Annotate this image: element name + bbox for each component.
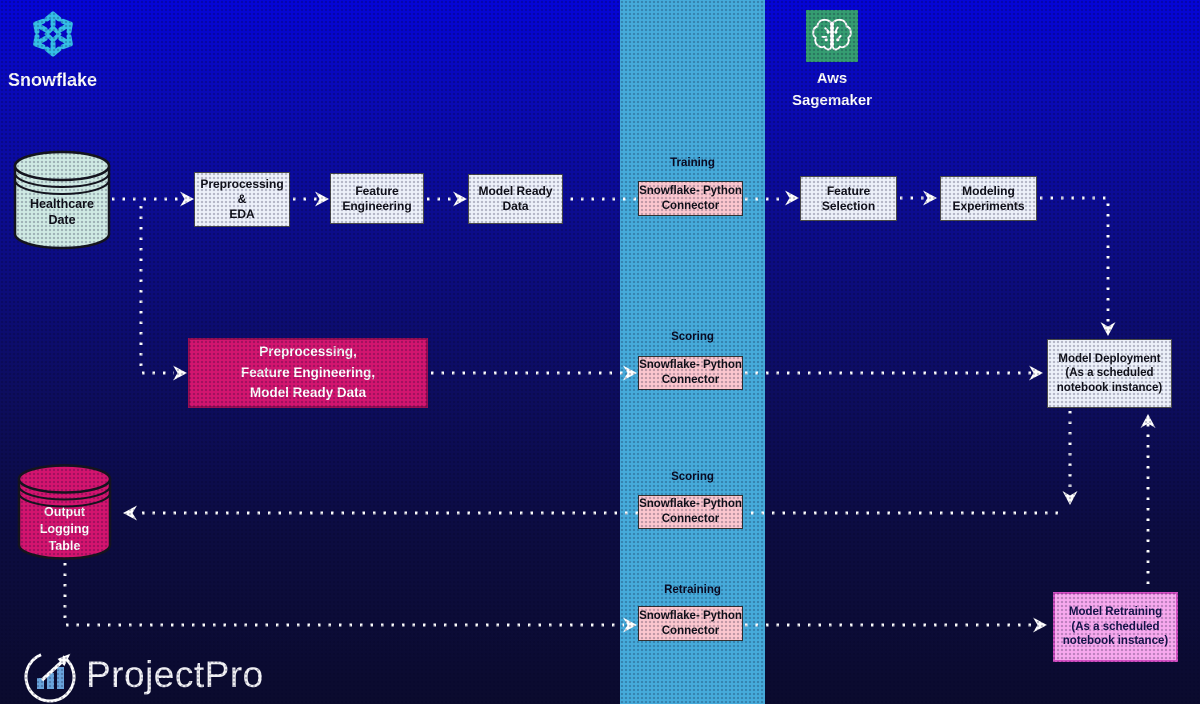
output-logging-cylinder (17, 464, 112, 560)
projectpro-wordmark: ProjectPro (86, 654, 264, 695)
output-logging-label: Output Logging Table (39, 505, 90, 553)
connector-box-scoring-1: Snowflake- Python Connector (638, 356, 743, 390)
snowflake-brand-label: Snowflake (8, 70, 98, 90)
lane-label-scoring-2: Scoring (671, 471, 714, 483)
lane-label-retraining: Retraining (664, 584, 721, 596)
projectpro-logo: ProjectPro (22, 646, 264, 704)
snowflake-icon (33, 11, 73, 57)
brain-icon (806, 10, 858, 62)
model-ready-data-box: Model Ready Data (468, 174, 563, 224)
preprocessing-eda-box: Preprocessing & EDA (194, 172, 290, 227)
snowflake-python-connector-band (620, 0, 765, 704)
connector-box-training: Snowflake- Python Connector (638, 181, 743, 216)
sagemaker-brand-label: Aws Sagemaker (791, 70, 873, 109)
model-retraining-box: Model Retraining (As a scheduled noteboo… (1053, 592, 1178, 662)
connector-box-scoring-2: Snowflake- Python Connector (638, 495, 743, 529)
combined-pipeline-box: Preprocessing, Feature Engineering, Mode… (188, 338, 428, 408)
lane-label-training: Training (670, 157, 715, 169)
healthcare-database-cylinder (13, 150, 111, 250)
lane-label-scoring-1: Scoring (671, 331, 714, 343)
modeling-experiments-box: Modeling Experiments (940, 176, 1037, 221)
model-deployment-box: Model Deployment (As a scheduled noteboo… (1047, 339, 1172, 408)
healthcare-db-label: Healthcare Date (30, 197, 94, 228)
feature-selection-box: Feature Selection (800, 176, 897, 221)
feature-engineering-box: Feature Engineering (330, 173, 424, 224)
connector-box-retraining: Snowflake- Python Connector (638, 606, 743, 641)
chart-growth-icon (24, 651, 76, 703)
